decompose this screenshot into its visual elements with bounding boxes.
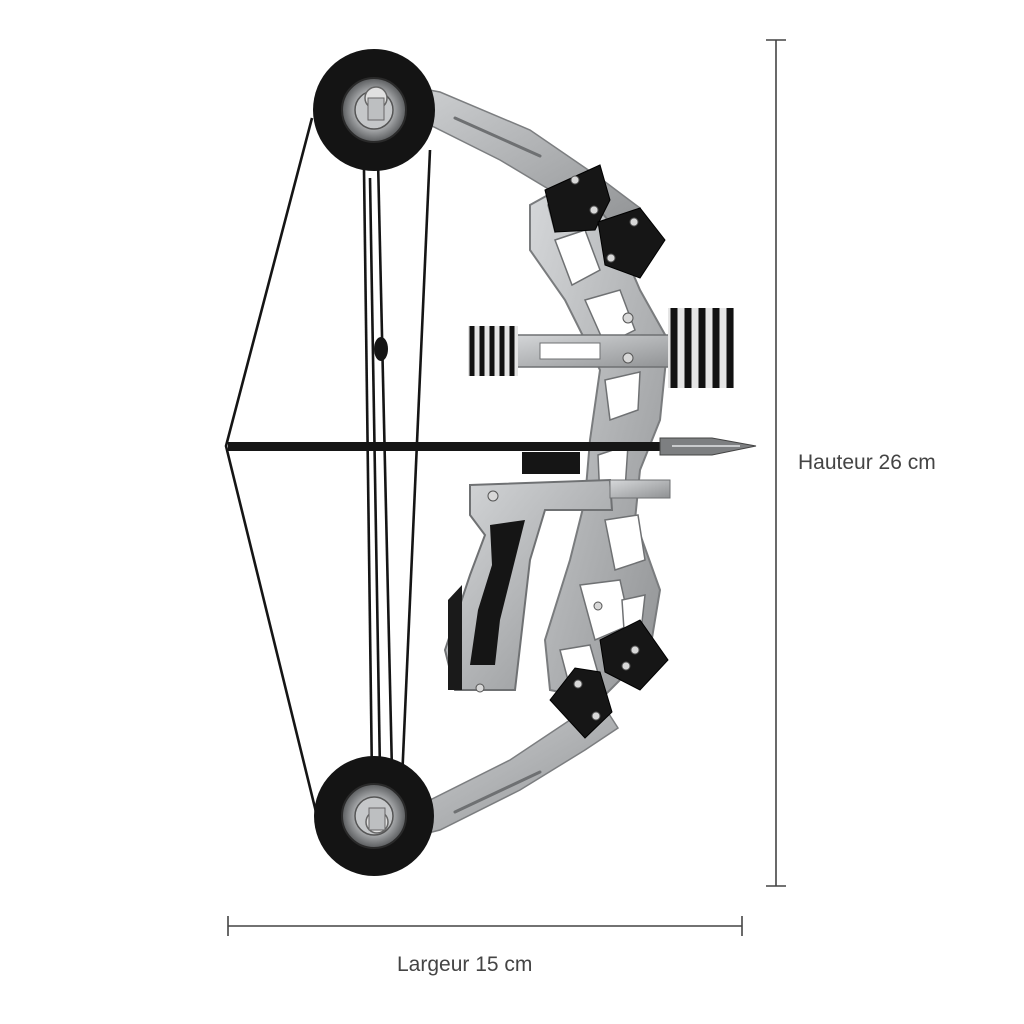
width-dimension-line (227, 916, 743, 936)
arrow-rest (522, 452, 580, 474)
top-cam (313, 49, 435, 171)
grip (443, 478, 671, 693)
stabilizer-weight-right (668, 308, 734, 388)
stabilizer (468, 308, 734, 388)
limb-pocket-bottom (549, 619, 669, 739)
bottom-cam (314, 756, 434, 876)
compound-bow-icon (224, 49, 757, 876)
stabilizer-weight-left (468, 326, 518, 376)
bolts (570, 175, 650, 721)
limb-pocket-top (544, 164, 666, 279)
arrow (228, 437, 757, 456)
height-dimension-label: Hauteur 26 cm (798, 451, 936, 474)
bow-string (224, 117, 432, 813)
riser-lattice (547, 197, 646, 689)
string-knot (374, 337, 388, 361)
width-dimension-label: Largeur 15 cm (397, 953, 533, 976)
height-dimension-line (766, 39, 786, 887)
